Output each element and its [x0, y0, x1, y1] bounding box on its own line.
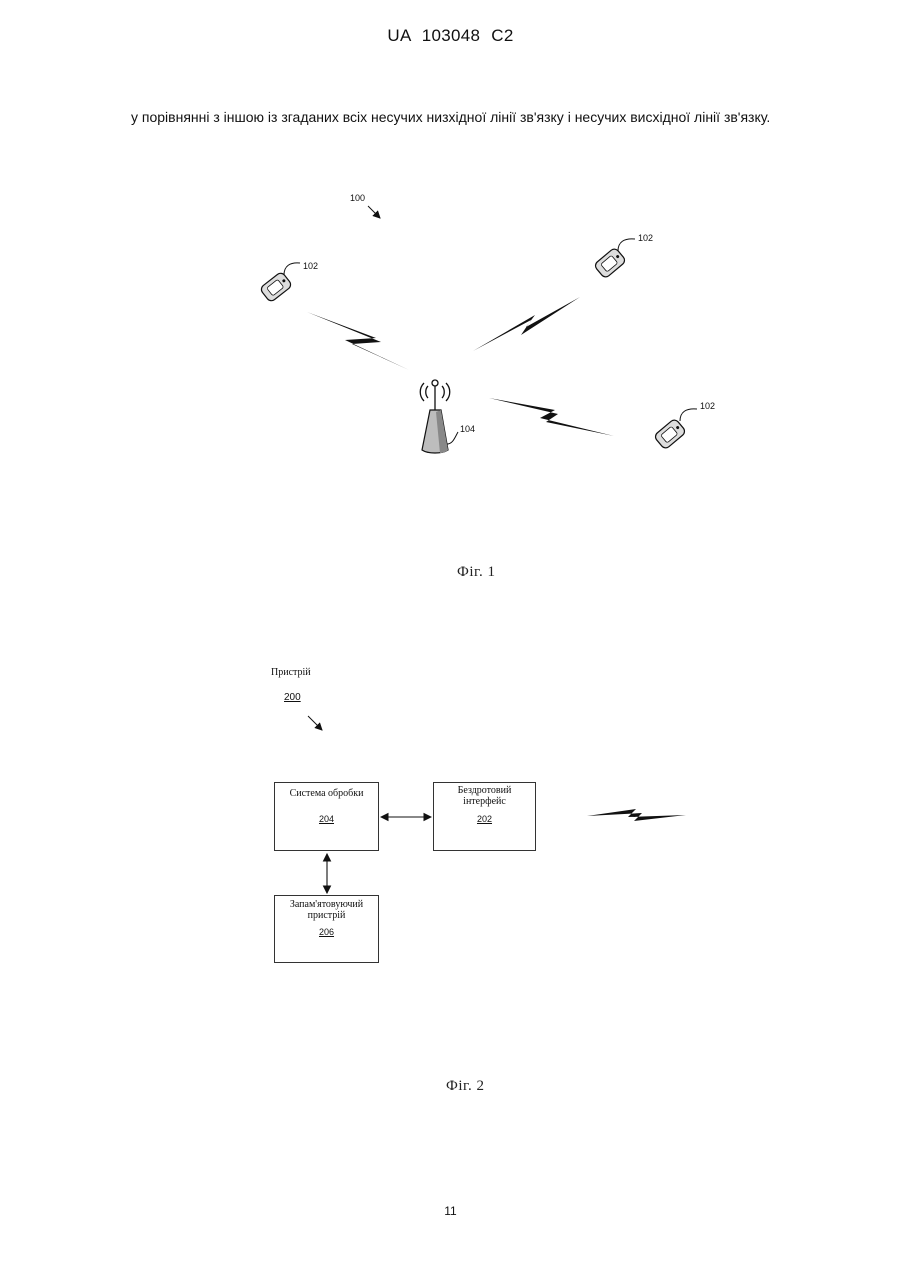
- mobile-device-icon: [653, 418, 686, 450]
- processing-system-block: Система обробки 204: [274, 782, 379, 851]
- wireless-interface-label-line2: інтерфейс: [434, 796, 535, 807]
- device-ref-label-right: 102: [700, 401, 715, 411]
- mobile-device-icon: [593, 247, 626, 279]
- memory-block: Запам'ятовуючий пристрій 206: [274, 895, 379, 963]
- system-ref-arrow: [368, 206, 380, 218]
- mobile-device-icon: [259, 271, 292, 302]
- wireless-interface-ref: 202: [434, 814, 535, 824]
- memory-label-line1: Запам'ятовуючий: [275, 899, 378, 910]
- base-station-ref-label: 104: [460, 424, 475, 434]
- wireless-link-icon: [587, 809, 686, 821]
- base-station-icon: [420, 380, 450, 453]
- device-ref-label-top-right: 102: [638, 233, 653, 243]
- memory-label-line2: пристрій: [275, 910, 378, 921]
- figure-2-caption: Фіг. 2: [446, 1078, 484, 1095]
- figure-1-caption: Фіг. 1: [457, 564, 495, 581]
- wireless-link-icon: [489, 398, 614, 436]
- figure-1-diagram: 100 102 102 102 104: [0, 0, 901, 600]
- wireless-interface-label-line1: Бездротовий: [434, 785, 535, 796]
- wireless-link-icon: [307, 312, 409, 370]
- wireless-link-icon: [473, 297, 580, 351]
- processing-system-ref: 204: [275, 814, 378, 824]
- page-number: 11: [0, 1204, 901, 1218]
- device-ref-arrow: [308, 716, 322, 730]
- processing-system-label: Система обробки: [275, 788, 378, 799]
- memory-ref: 206: [275, 927, 378, 937]
- wireless-interface-block: Бездротовий інтерфейс 202: [433, 782, 536, 851]
- device-ref-label-left: 102: [303, 261, 318, 271]
- device-title: Пристрій: [271, 667, 311, 678]
- device-ref-label: 200: [284, 692, 301, 703]
- system-ref-label: 100: [350, 193, 365, 203]
